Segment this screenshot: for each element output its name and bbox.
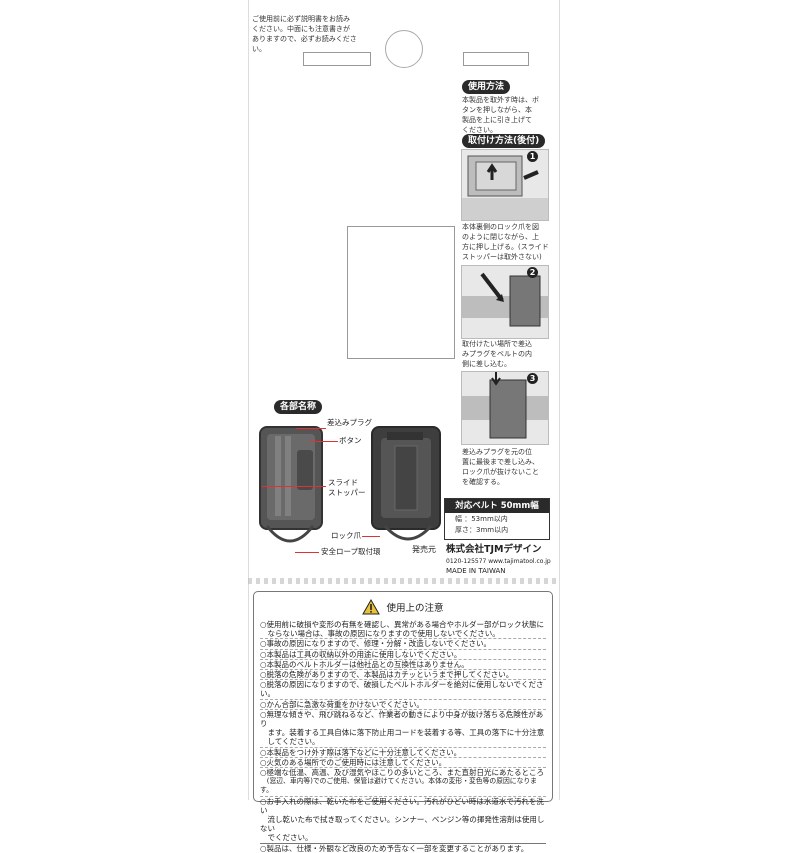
step2-text: 取付けたい場所で差込 みプラグをベルトの内 側に差し込む。 — [462, 339, 552, 369]
seller-label: 発売元 — [412, 545, 436, 554]
callout-line — [360, 536, 380, 537]
slot-left — [303, 52, 371, 66]
callout-line — [262, 486, 326, 487]
caution-panel: 使用上の注意 ○使用前に破損や変形の有無を確認し、異常がある場合やホルダー部がロ… — [253, 591, 553, 853]
top-note-line: ご使用前に必ず説明書をお読み — [252, 15, 350, 23]
seller-company: 株式会社TJMデザイン — [446, 544, 542, 555]
step1-text: 本体裏側のロック爪を図 のように閉じながら、上 方に押し上げる。(スライド スト… — [462, 222, 552, 262]
warning-triangle-icon — [362, 599, 381, 615]
step2-line: 取付けたい場所で差込 — [462, 340, 532, 348]
display-window — [347, 226, 455, 359]
step1-image — [461, 149, 549, 221]
top-note-line: ください。中面にも注意書きが — [252, 25, 350, 33]
seller-contact: 0120-125577 www.tajimatool.co.jp — [446, 558, 551, 565]
caution-item: ならない場合は、事故の原因になりますので使用しないでください。 — [260, 629, 500, 639]
holder-back-image — [371, 426, 441, 530]
label-rope: 安全ロープ取付環 — [320, 547, 382, 557]
belt-width: 幅 ：53mm以内 — [455, 515, 508, 523]
callout-line — [295, 552, 319, 553]
parts-header: 各部名称 — [274, 400, 323, 414]
slot-right — [463, 52, 529, 66]
label-button: ボタン — [338, 436, 363, 446]
caution-header: 使用上の注意 — [254, 596, 552, 618]
caution-item: ○本製品は工具の収納以外の用途に使用しないでください。 — [260, 649, 462, 659]
caution-item: ます。装着する工具自体に落下防止用コードを装着する等、工具の落下に十分注意 — [260, 728, 545, 738]
caution-item: ○製品は、仕様・外観など改良のため予告なく一部を変更することがあります。 — [260, 843, 529, 853]
step2-line: 側に差し込む。 — [462, 360, 511, 368]
caution-item: ○かん合部に急激な荷重をかけないでください。 — [260, 699, 424, 709]
caution-item: ○お手入れの際は、乾いた布をご使用ください。汚れがひどい時は水道水で汚れを洗い — [260, 796, 544, 815]
rope-ring-front — [265, 525, 315, 543]
caution-item: ○事故の原因になりますので、修理・分解・改造しないでください。 — [260, 639, 492, 649]
usage-line: タンを押しながら、本 — [462, 106, 532, 114]
step1-line: ストッパーは取外さない) — [462, 253, 542, 261]
label-slide-2: ストッパー — [327, 488, 367, 498]
caution-item: ○本製品のベルトホルダーは他社品との互換性はありません。 — [260, 659, 469, 669]
mount-header: 取付け方法(後付) — [462, 134, 546, 148]
hang-hole — [385, 30, 423, 68]
step3-illustration — [462, 372, 548, 439]
rope-ring-back — [383, 524, 433, 541]
step2-line: みプラグをベルトの内 — [462, 350, 532, 358]
step3-line: を確認する。 — [462, 478, 504, 486]
usage-header: 使用方法 — [462, 80, 511, 94]
caution-item: (窓辺、車内等)でのご使用、保管は避けてください。本体の変形・変色等の原因になり… — [260, 777, 537, 795]
usage-line: ください。 — [462, 126, 497, 134]
belt-spec-header: 対応ベルト 50mm幅 — [445, 499, 549, 513]
usage-line: 製品を上に引き上げて — [462, 116, 532, 124]
made-in: MADE IN TAIWAN — [446, 567, 506, 575]
top-note: ご使用前に必ず説明書をお読み ください。中面にも注意書きが ありますので、必ずお… — [252, 14, 370, 54]
step1-number: 1 — [527, 151, 538, 162]
step3-line: ロック爪が抜けないこと — [462, 468, 539, 476]
step2-illustration — [462, 272, 548, 327]
caution-item: ○無理な傾きや、飛び跳ねるなど、作業者の動きにより中身が抜け落ちる危険性があり — [260, 709, 544, 729]
step3-line: 差込みプラグを元の位 — [462, 448, 532, 456]
caution-item: ○脱落の危険がありますので、本製品はカチッというまで押してください。 — [260, 670, 514, 680]
step3-number: 3 — [527, 373, 538, 384]
step3-line: 置に最後まで差し込み、 — [462, 458, 539, 466]
usage-line: 本製品を取外す時は、ボ — [462, 96, 539, 104]
belt-spec-box: 対応ベルト 50mm幅 幅 ：53mm以内 厚さ：3mm以内 — [444, 498, 550, 540]
label-slide-1: スライド — [327, 478, 359, 488]
caution-item: してください。 — [260, 737, 320, 747]
caution-item: ○本製品をつけ外す際は落下などに十分注意してください。 — [260, 747, 462, 757]
belt-thickness: 厚さ：3mm以内 — [455, 526, 509, 534]
step1-line: 本体裏側のロック爪を図 — [462, 223, 539, 231]
step1-line: 方に押し上げる。(スライド — [462, 243, 549, 251]
caution-item: ○火気のある場所でのご使用時には注意してください。 — [260, 757, 447, 767]
caution-item: 流し乾いた布で拭き取ってください。シンナー、ベンジン等の揮発性溶剤は使用しない — [260, 815, 545, 834]
holder-back-illustration — [381, 432, 431, 518]
step2-image — [461, 265, 549, 339]
caution-list: ○使用前に破損や変形の有無を確認し、異常がある場合やホルダー部がロック状態に な… — [254, 618, 552, 853]
usage-text: 本製品を取外す時は、ボ タンを押しながら、本 製品を上に引き上げて ください。 — [462, 95, 552, 135]
top-note-line: ありますので、必ずお読みください。 — [252, 35, 357, 53]
callout-line — [310, 441, 338, 442]
caution-item: でください。 — [260, 833, 313, 843]
callout-line — [296, 428, 326, 429]
label-plug: 差込みプラグ — [326, 418, 373, 428]
step1-line: のように閉じながら、上 — [462, 233, 539, 241]
perforation-line — [248, 578, 558, 584]
holder-front-image — [259, 426, 323, 530]
caution-item: ○脱落の原因になりますので、破損したベルトホルダーを絶対に使用しないでください。 — [260, 680, 544, 699]
caution-title: 使用上の注意 — [386, 603, 444, 614]
step1-illustration — [462, 155, 548, 220]
label-lock: ロック爪 — [330, 531, 362, 541]
holder-front-illustration — [267, 434, 315, 520]
step3-text: 差込みプラグを元の位 置に最後まで差し込み、 ロック爪が抜けないこと を確認する… — [462, 447, 552, 487]
caution-item: ○極端な低温、高温、及び湿気やほこりの多いところ、また直射日光にあたるところ — [260, 768, 545, 778]
step2-number: 2 — [527, 267, 538, 278]
caution-item: ○使用前に破損や変形の有無を確認し、異常がある場合やホルダー部がロック状態に — [260, 620, 545, 629]
